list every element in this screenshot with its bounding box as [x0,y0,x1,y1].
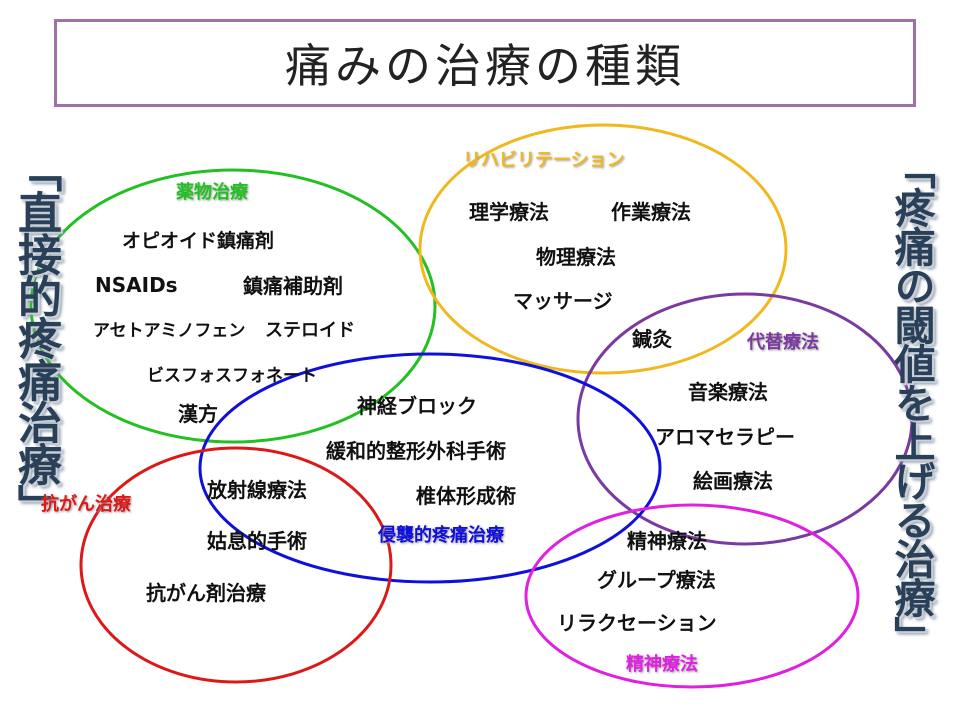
item-opioid: オピオイド鎮痛剤 [122,230,275,252]
right-side-label: 「疼痛の閾値を上げる治療」 [887,148,935,655]
category-alternative: 代替療法 [747,332,819,353]
page-title: 痛みの治療の種類 [285,39,685,93]
item-chemotherapy: 抗がん剤治療 [146,581,266,605]
category-psych: 精神療法 [626,654,698,675]
anticancer-ellipse [79,446,393,684]
rehab-ellipse [418,123,788,375]
item-art-therapy: 絵画療法 [693,469,773,493]
item-aromatherapy: アロマセラピー [655,425,795,449]
item-massage: マッサージ [513,289,613,313]
item-physiotherapy-modalities: 物理療法 [536,245,616,269]
item-steroid: ステロイド [265,320,355,341]
item-nerve-block: 神経ブロック [357,394,477,418]
left-side-label: 「直接的疼痛治療」 [10,148,61,526]
item-physical-therapy: 理学療法 [469,200,549,224]
item-relaxation: リラクセーション [557,611,717,635]
item-psychotherapy: 精神療法 [627,529,707,553]
item-occupational-therapy: 作業療法 [611,200,691,224]
alternative-ellipse [576,292,914,546]
category-drug: 薬物治療 [176,182,248,203]
item-group-therapy: グループ療法 [597,568,716,592]
category-anticancer: 抗がん治療 [41,494,131,515]
category-rehab: リハビリテーション [463,150,625,171]
title-box: 痛みの治療の種類 [54,19,916,107]
item-vertebroplasty: 椎体形成術 [416,484,516,508]
item-adjuvant-analgesic: 鎮痛補助剤 [243,274,343,298]
item-radiotherapy: 放射線療法 [207,478,307,502]
item-bisphosphonate: ビスフォスフォネート [147,366,317,386]
item-kampo: 漢方 [178,402,218,426]
item-palliative-surgery: 姑息的手術 [207,529,307,553]
drug-ellipse [29,168,437,444]
item-music-therapy: 音楽療法 [688,380,768,404]
category-invasive: 侵襲的疼痛治療 [378,525,504,546]
item-palliative-orthopedic-surgery: 緩和的整形外科手術 [326,439,506,463]
invasive-ellipse [198,352,662,584]
item-acupuncture: 鍼灸 [632,327,672,351]
psych-ellipse [524,503,860,689]
item-nsaids: NSAIDs [95,273,178,297]
item-acetaminophen: アセトアミノフェン [93,321,246,341]
